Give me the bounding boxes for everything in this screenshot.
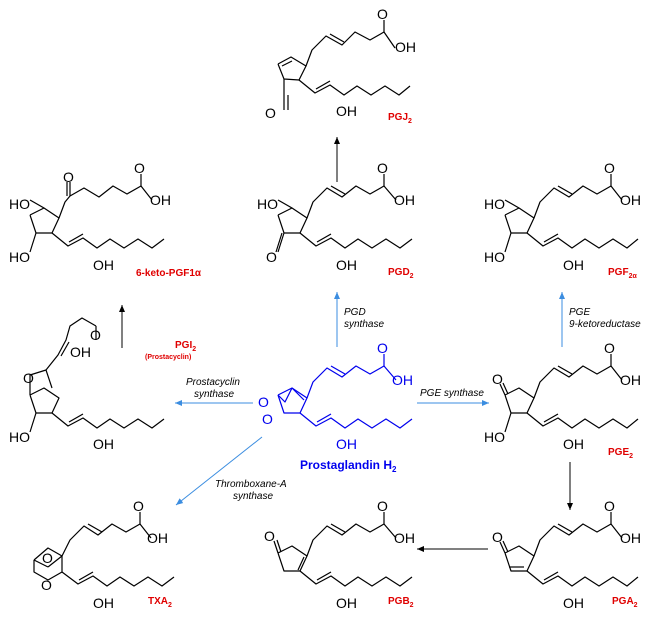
pgj2-ring-o: O <box>265 105 276 121</box>
pgd2-label: PGD2 <box>388 267 414 280</box>
keto-ketone-o: O <box>63 169 74 185</box>
pgf2a-label: PGF2α <box>608 267 637 280</box>
pgh2-oh: OH <box>392 372 413 388</box>
pge2-oh: OH <box>620 372 641 388</box>
pgb2-ketone-o: O <box>264 528 275 544</box>
pgi2-ho: HO <box>9 429 30 445</box>
pgb2-label: PGB2 <box>388 596 414 609</box>
pge2-ketone-o: O <box>492 371 503 387</box>
pgh2-side-oh: OH <box>336 436 357 452</box>
keto-ho-1: HO <box>9 196 30 212</box>
keto-pgf1a-structure <box>29 174 165 253</box>
pgd-synthase-label-1: PGD <box>344 307 366 318</box>
txa2-carbonyl-o: O <box>133 498 144 514</box>
pgh2-o-1: O <box>258 394 269 410</box>
thromboxane-synthase-label-1: Thromboxane-A <box>215 479 287 490</box>
pgi2-carbonyl-o: O <box>90 327 101 343</box>
pga2-structure <box>499 512 639 587</box>
pgd-synthase-label-2: synthase <box>344 319 384 330</box>
pga2-ketone-o: O <box>492 529 503 545</box>
txa2-structure <box>33 512 175 587</box>
txa2-oh: OH <box>147 530 168 546</box>
pge2-carbonyl-o: O <box>604 340 615 356</box>
pgj2-oh: OH <box>395 39 416 55</box>
txa2-side-oh: OH <box>93 595 114 611</box>
pgi2-ring-o: O <box>23 370 34 386</box>
txa2-label: TXA2 <box>148 596 172 609</box>
pgj2-side-oh: OH <box>336 103 357 119</box>
pge2-ho: HO <box>484 429 505 445</box>
keto-pgf1a-label: 6-keto-PGF1α <box>136 268 202 279</box>
pge-ketoreductase-label-1: PGE <box>569 307 590 318</box>
pgi2-side-oh: OH <box>93 436 114 452</box>
pgb2-carbonyl-o: O <box>377 498 388 514</box>
pgd2-ring-o: O <box>266 249 277 265</box>
pgi2-oh: OH <box>70 344 91 360</box>
pga2-oh: OH <box>620 530 641 546</box>
pga2-label: PGA2 <box>612 596 638 609</box>
pgh2-o-2: O <box>262 411 273 427</box>
pge-ketoreductase-label-2: 9-ketoreductase <box>569 319 641 330</box>
pgf2a-ho-2: HO <box>484 249 505 265</box>
pge2-side-oh: OH <box>563 436 584 452</box>
pgf2a-carbonyl-o: O <box>604 160 615 176</box>
pgj2-label: PGJ2 <box>388 112 412 125</box>
pgh2-structure <box>277 354 413 429</box>
arrow-pgh2-to-txa2 <box>175 436 263 506</box>
keto-carbonyl-o: O <box>134 160 145 176</box>
prostacyclin-synthase-label-1: Prostacyclin <box>186 377 240 388</box>
pgi2-structure <box>29 317 165 433</box>
keto-oh: OH <box>150 192 171 208</box>
pga2-carbonyl-o: O <box>604 498 615 514</box>
pge2-structure <box>499 354 639 433</box>
pgf2a-ho-1: HO <box>484 196 505 212</box>
pgi2-label: PGI2 <box>175 340 196 353</box>
pgd2-ho: HO <box>257 196 278 212</box>
txa2-ring-o: O <box>41 577 52 593</box>
pgd2-structure <box>275 174 413 253</box>
pgh2-label: Prostaglandin H2 <box>300 458 397 474</box>
pgd2-carbonyl-o: O <box>377 160 388 176</box>
pge-synthase-label: PGE synthase <box>420 388 484 399</box>
pgf2a-side-oh: OH <box>563 257 584 273</box>
pge2-label: PGE2 <box>608 447 633 460</box>
pgh2-carbonyl-o: O <box>377 340 388 356</box>
pgf2a-structure <box>504 174 639 253</box>
keto-side-oh: OH <box>93 257 114 273</box>
pgb2-side-oh: OH <box>336 595 357 611</box>
txa2-bridge-o: O <box>42 550 53 566</box>
prostacyclin-synthase-label-2: synthase <box>194 389 234 400</box>
thromboxane-synthase-label-2: synthase <box>233 491 273 502</box>
pgd2-side-oh: OH <box>336 257 357 273</box>
pgj2-structure <box>277 20 411 110</box>
pgb2-structure <box>273 512 413 587</box>
pgj2-ketone-o: O <box>377 6 388 22</box>
pgf2a-oh: OH <box>620 192 641 208</box>
pgi2-prostacyclin-note: (Prostacyclin) <box>145 354 191 361</box>
keto-ho-2: HO <box>9 249 30 265</box>
pga2-side-oh: OH <box>563 595 584 611</box>
pgd2-oh: OH <box>394 192 415 208</box>
pgb2-oh: OH <box>394 530 415 546</box>
